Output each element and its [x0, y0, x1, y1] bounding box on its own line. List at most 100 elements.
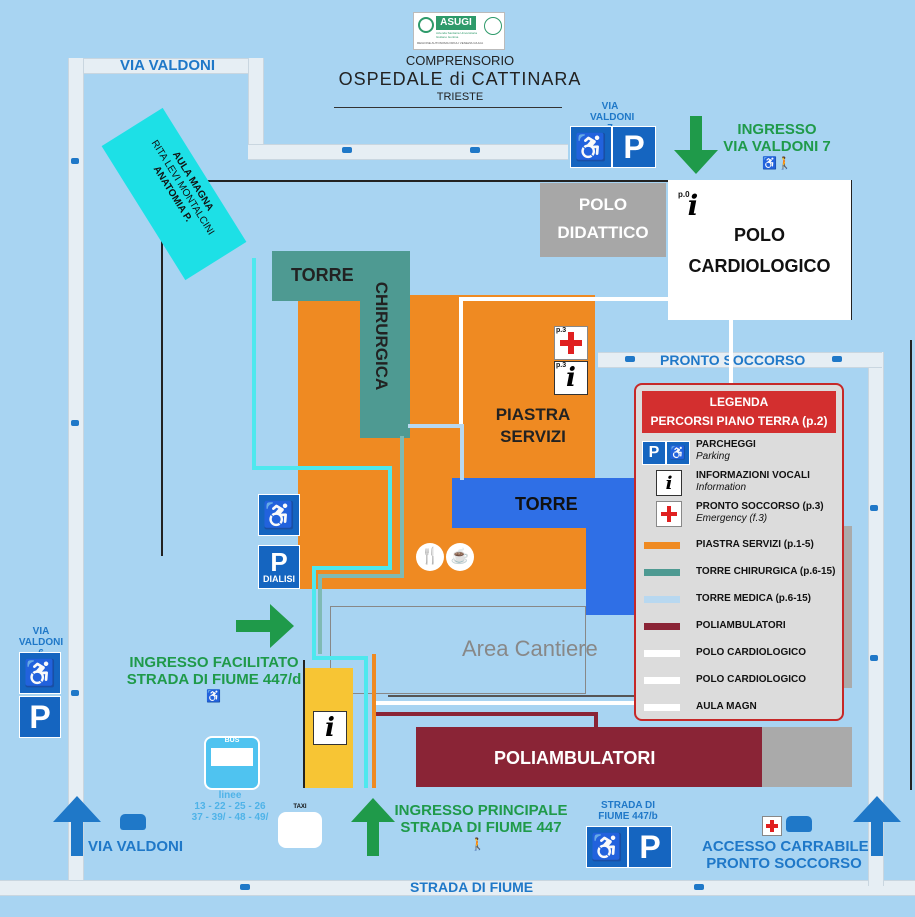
info-icon-main-entrance[interactable]: i — [313, 711, 347, 745]
entrance-valdoni7-line1: INGRESSO — [737, 121, 817, 138]
entrance-facilitato-line1: INGRESSO FACILITATO — [129, 654, 299, 671]
path-torre-medica — [408, 424, 464, 428]
path-polo-cardiologico — [729, 318, 733, 384]
path-aula-magna — [252, 258, 256, 470]
polo-didattico-building[interactable] — [540, 183, 666, 257]
path-aula-magna — [388, 466, 392, 570]
car-marker-icon — [870, 505, 878, 511]
legend-item-piastra: PIASTRA SERVIZI (p.1-5) — [640, 533, 840, 559]
legend-disabled-icon: ♿ — [666, 441, 690, 465]
pronto-soccorso-icon[interactable] — [554, 326, 588, 360]
perimeter-line — [303, 660, 305, 788]
legend-label: PRONTO SOCCORSO (p.3) Emergency (f.3) — [696, 501, 842, 525]
entrance-facilitato-line2: STRADA DI FIUME 447/d — [126, 671, 302, 688]
path-torre-medica — [460, 424, 464, 480]
parking-icon[interactable]: P — [628, 826, 672, 868]
road-pronto-soccorso-east — [868, 352, 884, 886]
legend-path-cyan-icon — [644, 704, 680, 711]
parking-dialisi-icon[interactable]: P DIALISI — [258, 545, 300, 589]
road-via-valdoni-top — [70, 58, 262, 74]
parking-label-fiume447b-line2: FIUME 447/b — [598, 811, 658, 822]
polo-didattico-label-line1: POLO — [578, 195, 628, 214]
piastra-servizi-label-line1: PIASTRA — [495, 405, 571, 424]
chirurgica-label: CHIRURGICA — [372, 281, 391, 391]
parking-icon[interactable]: P — [19, 696, 61, 738]
legend-path-white-icon — [644, 677, 680, 684]
road-pronto-soccorso — [598, 352, 882, 368]
asugi-logo: ASUGI Azienda Sanitaria Universitaria Gi… — [413, 12, 505, 50]
legend-label-text: PARCHEGGI — [696, 439, 756, 450]
legend-label-sub: Information — [696, 482, 747, 493]
polo-cardiologico-label-line2: CARDIOLOGICO — [688, 256, 831, 276]
polo-didattico-label: POLO DIDATTICO — [540, 191, 666, 247]
disabled-parking-icon[interactable]: ♿ — [19, 652, 61, 694]
car-marker-icon — [694, 884, 704, 890]
floor-tag-p0: p.0 — [678, 190, 690, 199]
entrance-principale-label: INGRESSO PRINCIPALE STRADA DI FIUME 447 — [394, 802, 568, 836]
perimeter-line — [388, 695, 642, 697]
disabled-parking-icon[interactable]: ♿ — [258, 494, 300, 536]
polo-didattico-label-line2: DIDATTICO — [557, 223, 649, 242]
header-complex: COMPRENSORIO — [405, 53, 515, 68]
arrow-up-carrabile-icon — [853, 796, 901, 856]
bus-lines-row1: 13 - 22 - 25 - 26 — [194, 801, 266, 812]
legend-label: POLO CARDIOLOGICO — [696, 674, 806, 685]
parking-label-valdoni7-line1: VIA — [601, 101, 619, 112]
path-torre-chirurgica — [318, 574, 322, 654]
disabled-parking-icon[interactable]: ♿ — [586, 826, 628, 868]
poliambulatori-building[interactable] — [416, 727, 762, 787]
path-aula-magna — [312, 566, 316, 660]
arrow-right-facilitato-icon — [236, 604, 294, 648]
legend-label: TORRE MEDICA (p.6-15) — [696, 593, 812, 604]
disabled-parking-icon[interactable]: ♿ — [570, 126, 612, 168]
car-marker-icon — [240, 884, 250, 890]
legend-label: PIASTRA SERVIZI (p.1-5) — [696, 539, 814, 550]
car-marker-icon — [71, 158, 79, 164]
torre-medica-wing[interactable] — [586, 478, 634, 615]
taxi-label: TAXI — [293, 804, 307, 810]
parking-label-fiume447b-line1: STRADA DI — [600, 800, 656, 811]
legend-label: TORRE CHIRURGICA (p.6-15) — [696, 566, 836, 577]
arrow-down-valdoni7-icon — [674, 116, 718, 174]
path-polo-cardiologico — [459, 297, 731, 301]
car-marker-icon — [470, 147, 480, 153]
header-hospital-name: OSPEDALE di CATTINARA — [338, 69, 582, 89]
parking-label-valdoni6-line1: VIA — [32, 626, 50, 637]
legend-header: LEGENDA PERCORSI PIANO TERRA (p.2) — [642, 391, 836, 433]
legend-red-cross-icon — [656, 501, 682, 527]
asugi-logo-text: ASUGI — [436, 16, 476, 30]
entrance-valdoni7-label: INGRESSO VIA VALDONI 7 — [718, 121, 836, 155]
legend-p-icon: P — [642, 441, 666, 465]
polo-cardiologico-label: POLO CARDIOLOGICO — [668, 220, 851, 282]
piastra-servizi-building[interactable] — [298, 295, 595, 589]
path-aula-magna — [364, 656, 368, 788]
legend-path-orange-icon — [644, 542, 680, 549]
accessibility-icon: ♿ — [206, 689, 221, 703]
road-label-strada-di-fiume: STRADA DI FIUME — [410, 879, 534, 895]
parking-dialisi-label: DIALISI — [262, 574, 295, 584]
entrance-carrabile-label: ACCESSO CARRABILE PRONTO SOCCORSO — [702, 838, 869, 872]
car-marker-icon — [832, 356, 842, 362]
torre-medica-label: TORRE — [515, 494, 578, 514]
legend-label: POLIAMBULATORI — [696, 620, 786, 631]
bus-lines: linee 13 - 22 - 25 - 26 37 - 39/ - 48 - … — [180, 790, 280, 823]
legend-label: AULA MAGN — [696, 701, 757, 712]
road-label-via-valdoni-bottom: VIA VALDONI — [88, 838, 184, 855]
emergency-cross-icon — [762, 816, 782, 836]
path-aula-magna — [312, 566, 392, 570]
arrow-up-principale-icon — [351, 798, 395, 856]
entrance-principale-line2: STRADA DI FIUME 447 — [400, 819, 562, 836]
bus-window — [211, 748, 253, 766]
legend-subtitle: PERCORSI PIANO TERRA (p.2) — [650, 414, 828, 428]
path-poliambulatori — [594, 712, 598, 728]
parking-icon[interactable]: P — [612, 126, 656, 168]
info-icon-piastra[interactable]: i — [554, 361, 588, 395]
bus-label: BUS — [224, 737, 240, 744]
info-icon-polo-cardiologico[interactable]: i — [678, 187, 708, 223]
legend-label-sub: Parking — [696, 451, 730, 462]
car-marker-icon — [71, 420, 79, 426]
path-polo-cardiologico — [459, 297, 463, 425]
torre-chirurgica-wing[interactable] — [360, 251, 410, 438]
entrance-facilitato-label: INGRESSO FACILITATO STRADA DI FIUME 447/… — [126, 654, 302, 688]
perimeter-line — [161, 180, 851, 182]
